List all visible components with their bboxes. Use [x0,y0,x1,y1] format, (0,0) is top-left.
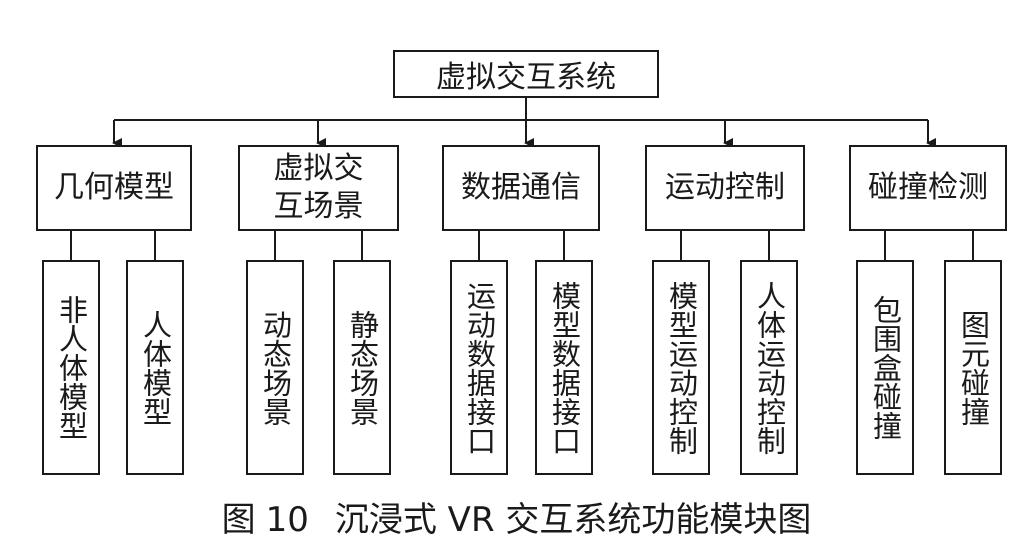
module-node-scene: 虚拟交互场景 [238,145,399,231]
root-node: 虚拟交互系统 [393,50,659,98]
leaf-label: 模型运动控制 [664,280,699,455]
leaf-label: 人体模型 [138,309,173,426]
leaf-label: 人体运动控制 [752,280,787,455]
module-diagram: 虚拟交互系统 几何模型 虚拟交互场景 数据通信 运动控制 碰撞检测 非人体模型 … [36,50,1007,475]
module-node-collision: 碰撞检测 [849,145,1007,231]
leaf-node: 静态场景 [333,260,391,475]
module-label: 虚拟交互场景 [273,151,364,224]
leaf-node: 人体运动控制 [740,260,798,475]
module-node-geometry: 几何模型 [36,145,192,231]
module-node-communication: 数据通信 [442,145,600,231]
leaf-label: 动态场景 [258,309,293,426]
module-label: 碰撞检测 [868,170,988,205]
module-label: 几何模型 [54,170,174,205]
leaf-label: 模型数据接口 [547,280,582,455]
caption-prefix: 图 [221,500,256,540]
leaf-label: 运动数据接口 [462,280,497,455]
caption-title: 沉浸式 VR 交互系统功能模块图 [334,500,812,540]
root-label: 虚拟交互系统 [436,60,616,95]
leaf-node: 运动数据接口 [450,260,508,475]
leaf-node: 人体模型 [126,260,184,475]
leaf-label: 包围盒碰撞 [868,295,903,440]
connector-lines [70,98,974,260]
leaf-node: 模型运动控制 [652,260,710,475]
leaf-node: 图元碰撞 [944,260,1002,475]
leaf-label: 图元碰撞 [956,309,991,426]
caption-number: 10 [265,500,309,540]
leaf-label: 静态场景 [345,309,380,426]
module-label: 数据通信 [461,170,581,205]
leaf-label: 非人体模型 [54,295,89,440]
leaf-node: 模型数据接口 [535,260,593,475]
leaf-node: 包围盒碰撞 [856,260,914,475]
module-label: 运动控制 [665,170,785,205]
leaf-node: 非人体模型 [42,260,100,475]
leaf-node: 动态场景 [246,260,304,475]
module-node-motion-control: 运动控制 [645,145,805,231]
